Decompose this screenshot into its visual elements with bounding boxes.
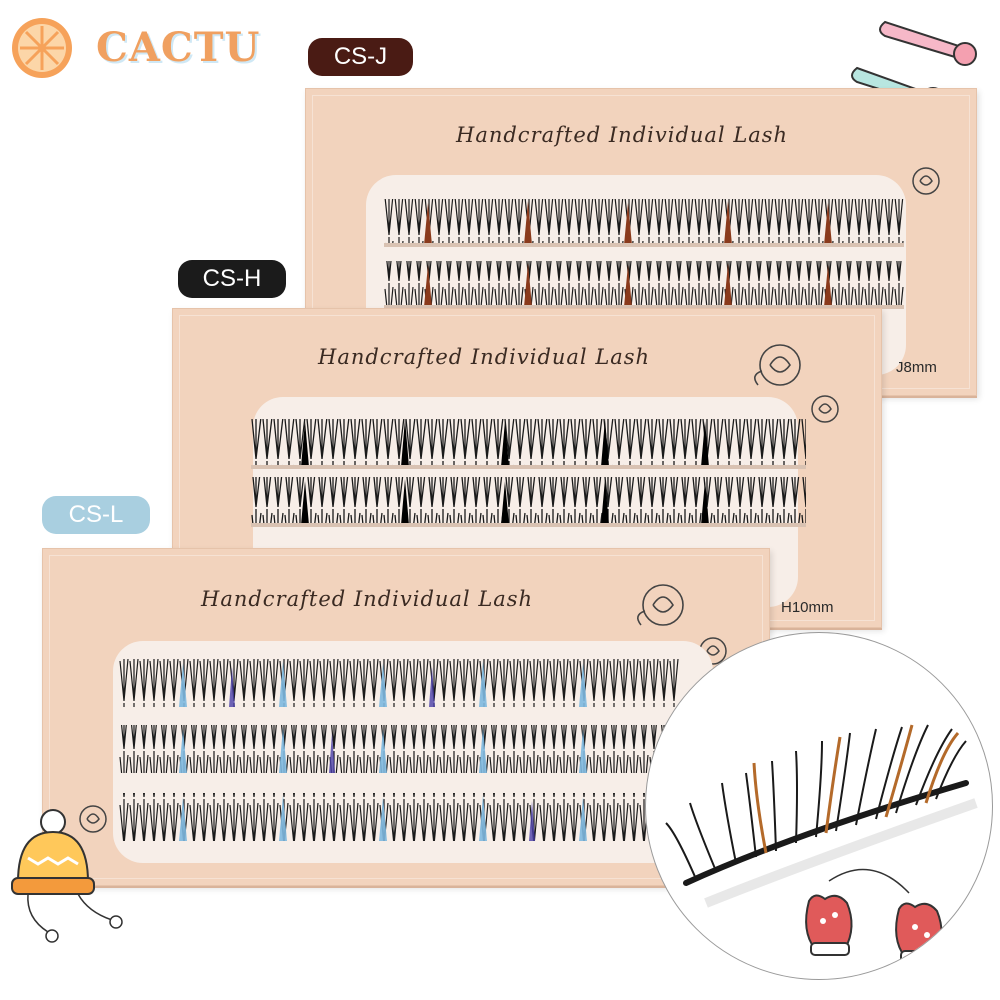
- brand-logo: CACTU: [8, 14, 308, 84]
- beanie-icon: [11, 809, 123, 943]
- box-title: Handcrafted Individual Lash: [318, 345, 651, 369]
- box-title: Handcrafted Individual Lash: [456, 123, 789, 147]
- tag-cs-l: CS-L: [42, 496, 150, 534]
- rose-icon: [79, 805, 107, 833]
- tag-cs-j: CS-J: [308, 38, 413, 76]
- rose-icon: [912, 167, 940, 195]
- mittens-icon: [805, 868, 943, 964]
- orange-slice-icon: [12, 18, 72, 78]
- size-label: H10mm: [781, 599, 834, 616]
- tag-cs-h: CS-H: [178, 260, 286, 298]
- box-title: Handcrafted Individual Lash: [201, 587, 534, 611]
- rose-icon: [754, 344, 801, 386]
- lash-closeup: [665, 724, 978, 908]
- lash-strips: [119, 659, 679, 841]
- lash-closeup-circle: [645, 632, 993, 980]
- lash-strips: [251, 419, 806, 527]
- lash-strips: [384, 199, 904, 309]
- rose-icon: [637, 584, 684, 626]
- brand-name: CACTU: [96, 24, 261, 71]
- rose-icon: [811, 395, 839, 423]
- size-label: J8mm: [896, 359, 937, 376]
